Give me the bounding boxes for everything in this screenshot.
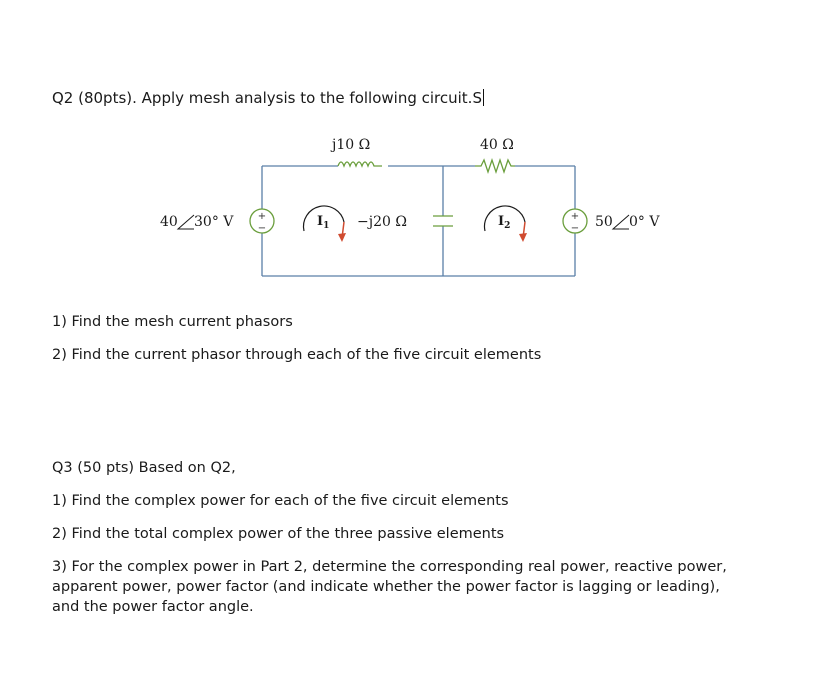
left-source-plus: + [258,211,266,222]
q3-item-3-line-3: and the power factor angle. [52,599,254,615]
q3-item-3-line-2: apparent power, power factor (and indica… [52,579,720,595]
capacitor-label: −j20 Ω [357,214,407,230]
mesh2-arrow [483,205,527,242]
left-source-minus: − [258,223,266,234]
right-source-magnitude: 50 [595,214,613,230]
left-angle-symbol [176,214,195,230]
q3-section: Q3 (50 pts) Based on Q2, 1) Find the com… [52,458,782,617]
left-source-magnitude: 40 [160,214,178,230]
inductor-label: j10 Ω [330,137,370,153]
q3-title: Q3 (50 pts) Based on Q2, [52,460,236,476]
capacitor-symbol [433,215,453,227]
circuit-diagram: j10 Ω 40 Ω −j20 Ω + − 40 30° V + − 50 0°… [160,137,660,277]
q2-item-1: 1) Find the mesh current phasors [52,314,293,330]
right-source-minus: − [571,223,579,234]
text-cursor [482,89,484,106]
right-voltage-source [562,208,588,234]
q2-title-text: Q2 (80pts). Apply mesh analysis to the f… [52,89,482,107]
resistor-label: 40 Ω [480,137,514,153]
inductor-symbol [337,161,382,168]
q3-item-2: 2) Find the total complex power of the t… [52,526,505,542]
q3-item-1: 1) Find the complex power for each of th… [52,493,509,509]
resistor-symbol [475,157,515,175]
mesh1-label: I1 [317,214,329,231]
right-angle-symbol [611,214,630,230]
mesh2-label: I2 [498,214,510,231]
mesh1-arrow [302,205,346,242]
right-source-plus: + [571,211,579,222]
q2-item-2: 2) Find the current phasor through each … [52,347,542,363]
left-voltage-source [249,208,275,234]
left-source-angle: 30° V [194,214,234,230]
circuit-wires [261,165,576,277]
q3-item-3-line-1: 3) For the complex power in Part 2, dete… [52,559,727,575]
right-source-angle: 0° V [629,214,660,230]
q2-items: 1) Find the mesh current phasors 2) Find… [52,312,541,378]
q2-title: Q2 (80pts). Apply mesh analysis to the f… [52,88,484,108]
